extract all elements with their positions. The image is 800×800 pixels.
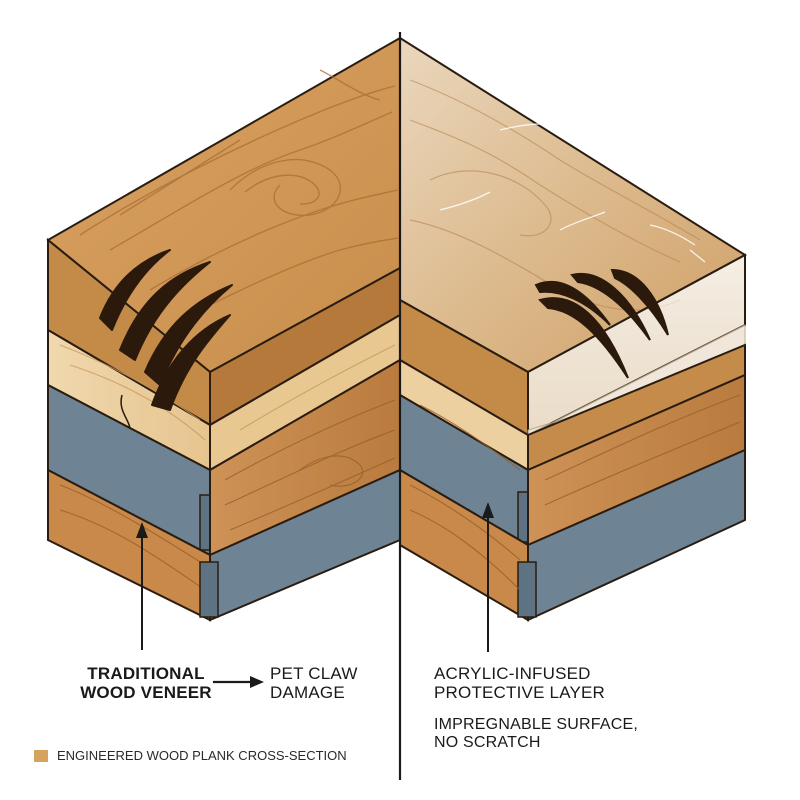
traditional-veneer-label: TRADITIONAL WOOD VENEER [76,664,216,702]
damage-line-2: DAMAGE [270,683,345,703]
traditional-line-1: TRADITIONAL [87,664,205,683]
acrylic-plank [399,36,747,652]
damage-line-1: PET CLAW [270,664,358,683]
traditional-line-2: WOOD VENEER [80,683,212,703]
legend-text: ENGINEERED WOOD PLANK CROSS-SECTION [57,748,347,763]
legend-swatch [34,749,48,762]
claw-scratch-icon [99,249,233,429]
result-line-1: IMPREGNABLE SURFACE, [434,716,639,733]
result-line-2: NO SCRATCH [434,733,541,751]
acrylic-line-2: PROTECTIVE LAYER [434,683,606,703]
legend: ENGINEERED WOOD PLANK CROSS-SECTION [34,748,347,763]
acrylic-line-1: ACRYLIC-INFUSED [434,664,591,683]
veneer-grain [79,69,399,321]
traditional-plank [46,36,401,650]
acrylic-layer-label: ACRYLIC-INFUSED PROTECTIVE LAYER [434,664,634,702]
no-scratch-label: IMPREGNABLE SURFACE, NO SCRATCH [434,716,654,752]
pet-claw-damage-label: PET CLAW DAMAGE [270,664,380,702]
surface-scratch-icon [534,268,669,379]
arrow-right-icon [213,676,264,688]
